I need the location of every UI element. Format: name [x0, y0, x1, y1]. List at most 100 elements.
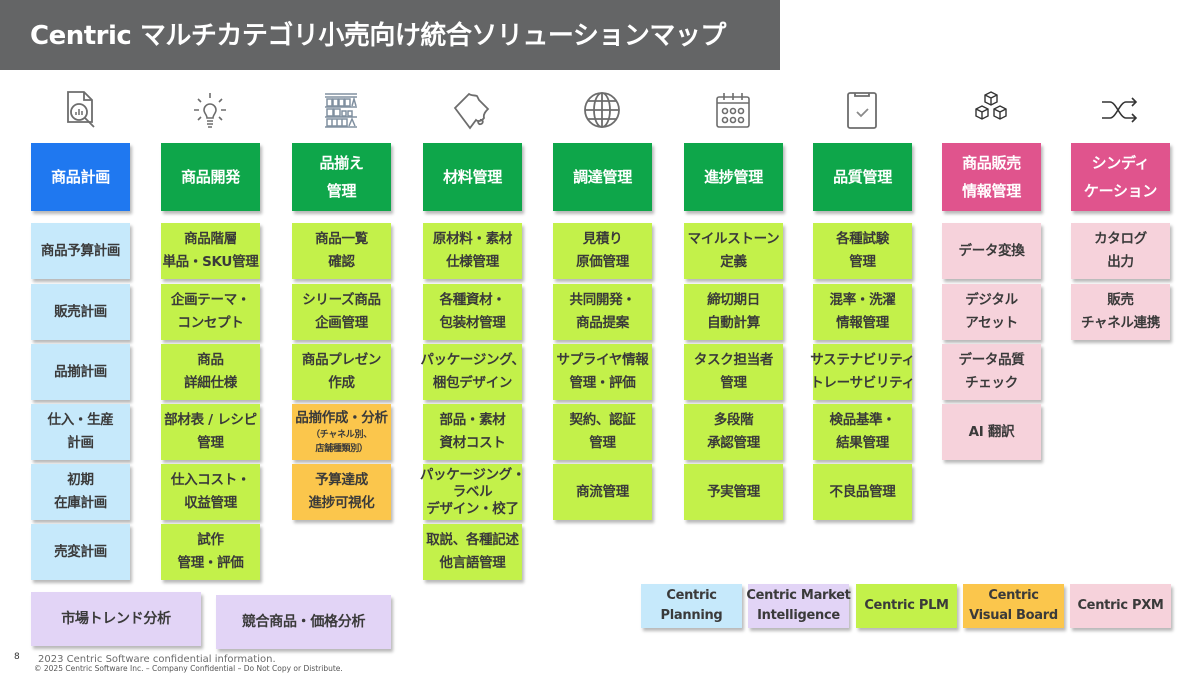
box-text-line: 商品一覧	[315, 231, 368, 247]
box-text-line: 管理	[326, 182, 357, 200]
box-text-line: 試作	[197, 532, 224, 548]
box-text-line: 出力	[1107, 254, 1134, 270]
function-item[interactable]: 各種試験管理	[813, 223, 912, 279]
function-item[interactable]: 部材表 / レシピ管理	[161, 404, 260, 460]
function-item[interactable]: 品揃作成・分析（チャネル別、店舗種類別）	[292, 404, 391, 460]
function-item[interactable]: 商品詳細仕様	[161, 344, 260, 400]
function-item[interactable]: 予算達成進捗可視化	[292, 464, 391, 520]
function-item[interactable]: 販売計画	[31, 284, 130, 340]
box-text-line: 商品階層	[184, 231, 237, 247]
box-text-line: チェック	[965, 375, 1018, 391]
function-item[interactable]: データ品質チェック	[942, 344, 1041, 400]
box-text-line: ケーション	[1083, 182, 1158, 200]
box-text-line: 管理	[849, 254, 876, 270]
box-text-line: 店舗種類別）	[315, 444, 368, 454]
box-text-line: 共同開発・	[569, 292, 636, 308]
function-item[interactable]: 売変計画	[31, 524, 130, 580]
box-text-line: 取説、各種記述	[426, 532, 519, 548]
function-item[interactable]: 多段階承認管理	[684, 404, 783, 460]
function-item[interactable]: 商品階層単品・SKU管理	[161, 223, 260, 279]
footer-copyright: © 2025 Centric Software Inc. – Company C…	[34, 664, 343, 673]
function-item[interactable]: 商品予算計画	[31, 223, 130, 279]
box-text-line: 作成	[328, 375, 355, 391]
function-item[interactable]: サプライヤ情報管理・評価	[553, 344, 652, 400]
box-text-line: 売変計画	[54, 543, 107, 560]
clipboard-check-icon	[840, 88, 884, 132]
store-shelf-icon	[319, 88, 363, 132]
box-text-line: 管理・評価	[569, 375, 636, 391]
function-item[interactable]: 企画テーマ・コンセプト	[161, 284, 260, 340]
function-item[interactable]: AI 翻訳	[942, 404, 1041, 460]
box-text-line: トレーサビリティ	[810, 375, 915, 391]
box-text-line: 管理	[589, 435, 616, 451]
function-item[interactable]: サステナビリティトレーサビリティ	[810, 344, 915, 400]
function-item[interactable]: データ変換	[942, 223, 1041, 279]
box-text-line: シンディ	[1091, 154, 1150, 172]
box-text-line: パッケージング、	[420, 352, 525, 368]
function-item[interactable]: 仕入・生産計画	[31, 404, 130, 460]
category-header[interactable]: 調達管理	[553, 143, 652, 211]
box-text-line: 品質管理	[833, 168, 892, 186]
box-text-line: 商品予算計画	[40, 242, 121, 259]
function-item[interactable]: 取説、各種記述他言語管理	[423, 524, 522, 580]
report-analysis-icon	[58, 88, 102, 132]
box-text-line: 在庫計画	[54, 495, 107, 511]
function-item[interactable]: 仕入コスト・収益管理	[161, 464, 260, 520]
box-text-line: 定義	[720, 254, 747, 270]
function-item[interactable]: 各種資材・包装材管理	[423, 284, 522, 340]
box-text-line: 仕入コスト・	[170, 472, 251, 488]
box-text-line: 不良品管理	[829, 483, 896, 500]
function-item[interactable]: タスク担当者管理	[684, 344, 783, 400]
function-item[interactable]: 混率・洗濯情報管理	[813, 284, 912, 340]
box-text-line: カタログ	[1094, 231, 1147, 247]
function-item[interactable]: 試作管理・評価	[161, 524, 260, 580]
box-text-line: 自動計算	[707, 315, 760, 331]
category-header[interactable]: 商品計画	[31, 143, 130, 211]
function-item[interactable]: マイルストーン定義	[684, 223, 783, 279]
function-item[interactable]: 締切期日自動計算	[684, 284, 783, 340]
box-text-line: Centric Market	[746, 588, 851, 603]
category-header[interactable]: 商品販売情報管理	[942, 143, 1041, 211]
function-item[interactable]: パッケージング・ラベルデザイン・校了	[420, 464, 525, 520]
box-text-line: Planning	[660, 608, 723, 623]
category-header[interactable]: 品質管理	[813, 143, 912, 211]
category-header[interactable]: 進捗管理	[684, 143, 783, 211]
function-item[interactable]: 商品プレゼン作成	[292, 344, 391, 400]
function-item[interactable]: デジタルアセット	[942, 284, 1041, 340]
function-item[interactable]: 初期在庫計画	[31, 464, 130, 520]
box-text-line: 情報管理	[962, 182, 1021, 200]
function-item[interactable]: 検品基準・結果管理	[813, 404, 912, 460]
box-text-line: AI 翻訳	[968, 423, 1015, 440]
box-text-line: 混率・洗濯	[829, 292, 896, 308]
box-text-line: 資材コスト	[439, 435, 506, 451]
box-text-line: 計画	[67, 435, 94, 451]
title-bar: Centric マルチカテゴリ小売向け統合ソリューションマップ	[0, 0, 780, 70]
function-item[interactable]: パッケージング、梱包デザイン	[420, 344, 525, 400]
function-item[interactable]: シリーズ商品企画管理	[292, 284, 391, 340]
function-item[interactable]: 共同開発・商品提案	[553, 284, 652, 340]
function-item[interactable]: 商流管理	[553, 464, 652, 520]
category-header[interactable]: 商品開発	[161, 143, 260, 211]
function-item[interactable]: 部品・素材資材コスト	[423, 404, 522, 460]
category-header[interactable]: シンディケーション	[1071, 143, 1170, 211]
box-text-line: 予実管理	[707, 483, 760, 500]
function-item[interactable]: 契約、認証管理	[553, 404, 652, 460]
category-header[interactable]: 品揃え管理	[292, 143, 391, 211]
function-item[interactable]: 原材料・素材仕様管理	[423, 223, 522, 279]
function-item[interactable]: 販売チャネル連携	[1071, 284, 1170, 340]
function-item[interactable]: 予実管理	[684, 464, 783, 520]
function-item[interactable]: 商品一覧確認	[292, 223, 391, 279]
category-header[interactable]: 材料管理	[423, 143, 522, 211]
market-intelligence-item[interactable]: 競合商品・価格分析	[216, 595, 391, 649]
box-text-line: 管理	[720, 375, 747, 391]
function-item[interactable]: カタログ出力	[1071, 223, 1170, 279]
page-number: 8	[14, 652, 20, 662]
box-text-line: 包装材管理	[439, 315, 506, 331]
box-text-line: ラベル	[452, 483, 493, 500]
box-text-line: Visual Board	[969, 608, 1058, 623]
market-intelligence-item[interactable]: 市場トレンド分析	[31, 592, 201, 646]
function-item[interactable]: 見積り原価管理	[553, 223, 652, 279]
function-item[interactable]: 不良品管理	[813, 464, 912, 520]
box-text-line: 初期	[67, 472, 94, 488]
function-item[interactable]: 品揃計画	[31, 344, 130, 400]
